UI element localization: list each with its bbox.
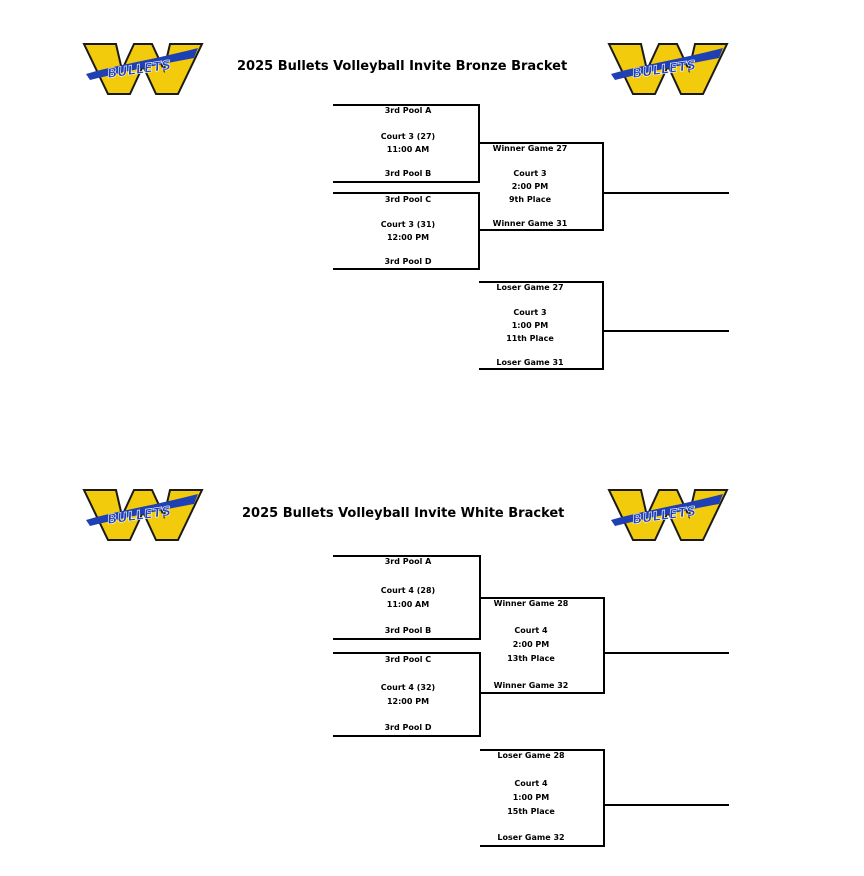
team-slot-top: Winner Game 27 — [492, 144, 568, 153]
bracket-line — [478, 192, 480, 270]
bracket-line — [333, 555, 481, 557]
bullets-logo-left: BULLETS — [82, 43, 204, 95]
bracket-line — [479, 368, 604, 370]
team-slot-top: Loser Game 27 — [496, 283, 564, 292]
team-slot-bottom: Winner Game 32 — [493, 681, 569, 690]
bracket-title: 2025 Bullets Volleyball Invite White Bra… — [242, 506, 565, 521]
game-place: 15th Place — [507, 807, 555, 816]
game-time: 12:00 PM — [386, 697, 430, 706]
game-court: Court 3 (31) — [380, 220, 436, 229]
bullets-logo-right: BULLETS — [607, 489, 729, 541]
bracket-line — [479, 142, 604, 144]
game-court: Court 4 — [514, 626, 548, 635]
bracket-line — [602, 142, 604, 231]
team-slot-top: 3rd Pool C — [384, 655, 432, 664]
game-court: Court 4 — [514, 779, 548, 788]
game-time: 1:00 PM — [511, 321, 549, 330]
bracket-line — [333, 181, 479, 183]
bracket-line — [479, 652, 481, 737]
game-court: Court 4 (28) — [380, 586, 436, 595]
game-time: 2:00 PM — [512, 640, 550, 649]
bullets-logo-left: BULLETS — [82, 489, 204, 541]
white-bracket: BULLETS 2025 Bullets Volleyball Invite W… — [0, 440, 864, 876]
bracket-line — [480, 597, 605, 599]
bracket-title: 2025 Bullets Volleyball Invite Bronze Br… — [237, 59, 568, 74]
game-court: Court 3 — [513, 308, 547, 317]
bracket-line — [479, 229, 604, 231]
game-time: 1:00 PM — [512, 793, 550, 802]
game-place: 9th Place — [508, 195, 552, 204]
team-slot-top: 3rd Pool A — [384, 106, 432, 115]
team-slot-bottom: Winner Game 31 — [492, 219, 568, 228]
team-slot-bottom: 3rd Pool B — [384, 169, 432, 178]
bracket-line — [480, 692, 605, 694]
bracket-line — [479, 281, 604, 283]
game-court: Court 4 (32) — [380, 683, 436, 692]
bracket-line — [333, 268, 479, 270]
team-slot-bottom: 3rd Pool B — [384, 626, 432, 635]
game-place: 13th Place — [507, 654, 555, 663]
bracket-line — [333, 638, 481, 640]
bracket-line — [603, 192, 729, 194]
game-time: 11:00 AM — [386, 600, 430, 609]
bracket-line — [333, 104, 479, 106]
team-slot-bottom: Loser Game 32 — [497, 833, 565, 842]
team-slot-top: Loser Game 28 — [497, 751, 565, 760]
bracket-line — [480, 845, 605, 847]
bullets-logo-right: BULLETS — [607, 43, 729, 95]
bracket-line — [604, 804, 729, 806]
team-slot-top: 3rd Pool C — [384, 195, 432, 204]
bracket-line — [602, 281, 604, 370]
team-slot-top: Winner Game 28 — [493, 599, 569, 608]
team-slot-top: 3rd Pool A — [384, 557, 432, 566]
game-court: Court 3 (27) — [380, 132, 436, 141]
game-time: 11:00 AM — [386, 145, 430, 154]
bracket-line — [604, 652, 729, 654]
game-time: 12:00 PM — [386, 233, 430, 242]
bracket-line — [603, 597, 605, 694]
game-time: 2:00 PM — [511, 182, 549, 191]
bracket-line — [603, 330, 729, 332]
bracket-line — [333, 735, 481, 737]
game-place: 11th Place — [506, 334, 554, 343]
bracket-line — [333, 192, 479, 194]
team-slot-bottom: 3rd Pool D — [384, 723, 432, 732]
bracket-line — [333, 652, 481, 654]
game-court: Court 3 — [513, 169, 547, 178]
bracket-line — [480, 749, 605, 751]
bronze-bracket: BULLETS 2025 Bullets Volleyball Invite B… — [82, 43, 729, 370]
bracket-line — [603, 749, 605, 847]
team-slot-bottom: Loser Game 31 — [496, 358, 564, 367]
team-slot-bottom: 3rd Pool D — [384, 257, 432, 266]
